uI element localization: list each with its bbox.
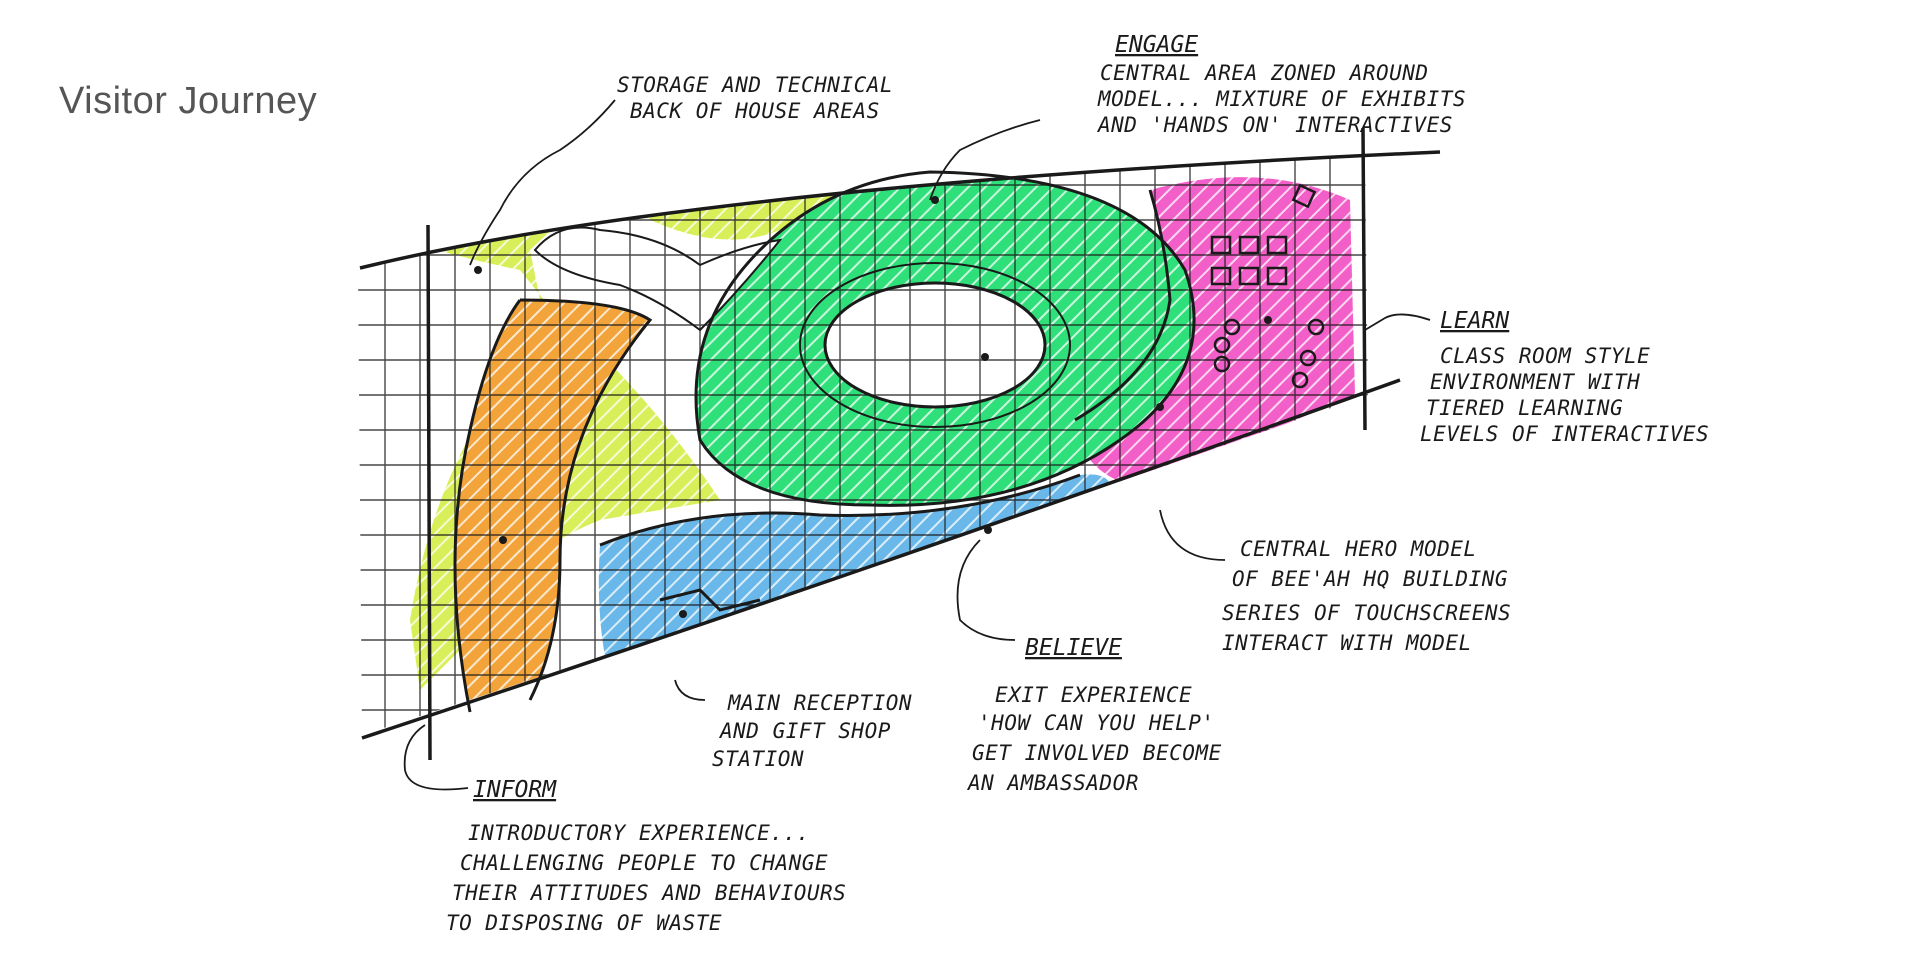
reception-line-2: AND GIFT SHOP [718,719,891,743]
inform-line-4: TO DISPOSING OF WASTE [446,911,722,935]
hero-line-1: CENTRAL HERO MODEL [1240,537,1477,561]
hero-model-core [823,281,1047,409]
learn-interactives [1210,183,1325,389]
annotation-engage: ENGAGE CENTRAL AREA ZONED AROUND MODEL..… [1096,32,1466,137]
annotation-inform: INFORM INTRODUCTORY EXPERIENCE... CHALLE… [446,777,846,935]
inform-line-1: INTRODUCTORY EXPERIENCE... [468,821,810,845]
annotation-reception: MAIN RECEPTION AND GIFT SHOP STATION [712,691,912,771]
annotation-storage: STORAGE AND TECHNICAL BACK OF HOUSE AREA… [617,73,893,123]
hero-line-4: INTERACT WITH MODEL [1222,631,1472,655]
learn-line-4: LEVELS OF INTERACTIVES [1420,422,1709,446]
believe-line-3: GET INVOLVED BECOME [972,741,1222,765]
leader-lines [403,99,1431,791]
learn-line-3: TIERED LEARNING [1426,396,1623,420]
page-title: Visitor Journey [59,80,318,122]
storage-line-1: STORAGE AND TECHNICAL [617,73,893,97]
annotation-believe: BELIEVE EXIT EXPERIENCE 'HOW CAN YOU HEL… [966,635,1222,795]
inform-heading: INFORM [473,777,557,803]
learn-heading: LEARN [1440,308,1509,334]
believe-line-2: 'HOW CAN YOU HELP' [978,711,1215,735]
annotation-learn: LEARN CLASS ROOM STYLE ENVIRONMENT WITH … [1420,308,1709,446]
engage-line-3: AND 'HANDS ON' INTERACTIVES [1096,113,1453,137]
inform-line-2: CHALLENGING PEOPLE TO CHANGE [460,851,828,875]
learn-line-2: ENVIRONMENT WITH [1430,370,1640,394]
believe-line-1: EXIT EXPERIENCE [995,683,1192,707]
engage-line-1: CENTRAL AREA ZONED AROUND [1100,61,1429,85]
annotation-hero: CENTRAL HERO MODEL OF BEE'AH HQ BUILDING… [1222,537,1511,655]
engage-line-2: MODEL... MIXTURE OF EXHIBITS [1097,87,1466,111]
learn-line-1: CLASS ROOM STYLE [1440,344,1650,368]
hero-line-3: SERIES OF TOUCHSCREENS [1222,601,1511,625]
marker-dots [474,196,1272,618]
reception-line-1: MAIN RECEPTION [727,691,912,715]
reception-line-3: STATION [712,747,804,771]
building-outline [359,127,1441,761]
storage-line-2: BACK OF HOUSE AREAS [630,99,880,123]
inform-line-3: THEIR ATTITUDES AND BEHAVIOURS [452,881,846,905]
engage-heading: ENGAGE [1115,32,1198,58]
believe-line-4: AN AMBASSADOR [966,771,1139,795]
hero-line-2: OF BEE'AH HQ BUILDING [1232,567,1508,591]
believe-heading: BELIEVE [1025,635,1122,661]
